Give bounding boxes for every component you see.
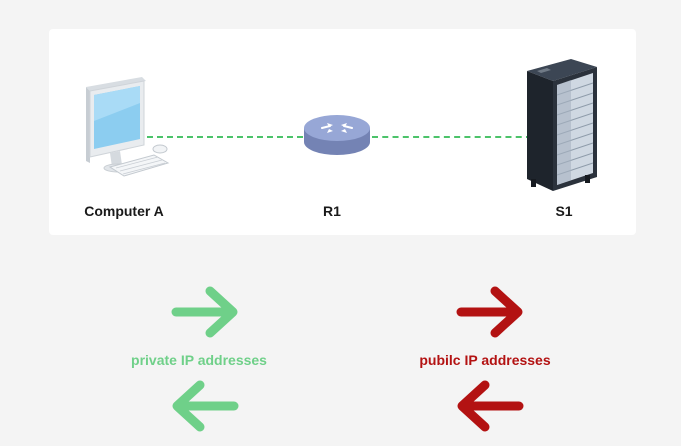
server-s1-label: S1: [555, 203, 573, 219]
server-icon: [527, 59, 597, 191]
link-router-server: [372, 136, 532, 138]
private-right-arrow-icon: [171, 286, 238, 338]
router-r1-label: R1: [323, 203, 341, 219]
private-left-arrow-icon: [172, 380, 239, 432]
private-ip-caption: private IP addresses: [131, 352, 267, 368]
public-left-arrow-icon: [457, 380, 524, 432]
public-ip-caption: pubilc IP addresses: [419, 352, 551, 368]
computer-icon: [86, 77, 170, 177]
public-right-arrow-icon: [456, 286, 523, 338]
link-computer-router: [137, 136, 303, 138]
computer-a-label: Computer A: [84, 203, 164, 219]
router-icon: [304, 115, 370, 155]
network-diagram-panel: Computer A R1 S1: [49, 29, 636, 235]
